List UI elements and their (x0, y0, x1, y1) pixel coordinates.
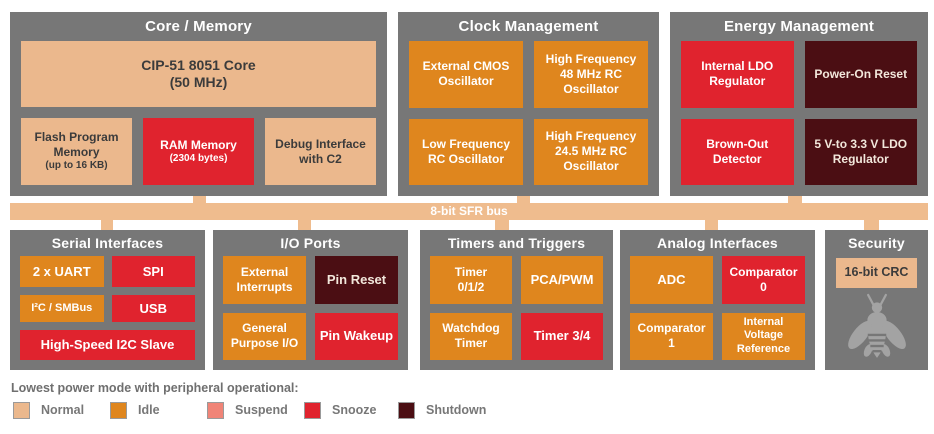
bus-stub-timers (495, 220, 509, 230)
panel-title-core-memory: Core / Memory (145, 18, 252, 35)
legend-label-shutdown: Shutdown (426, 403, 487, 417)
block-hf-48mhz-oscillator: High Frequency 48 MHz RC Oscillator (534, 41, 648, 108)
panel-title-analog-interfaces: Analog Interfaces (657, 235, 778, 251)
block-brown-out-detector: Brown-Out Detector (681, 118, 794, 185)
block-debug-interface: Debug Interface with C2 (265, 118, 376, 185)
block-power-on-reset: Power-On Reset (804, 41, 917, 108)
panel-energy-management: Energy Management Internal LDO Regulator… (670, 12, 928, 196)
block-timer-012: Timer 0/1/2 (430, 256, 512, 304)
block-usb: USB (111, 295, 195, 323)
block-5v-ldo-regulator: 5 V-to 3.3 V LDO Regulator (804, 118, 917, 185)
panel-title-serial-interfaces: Serial Interfaces (51, 235, 164, 251)
bus-stub-analog (705, 220, 718, 230)
legend-swatch-suspend (207, 401, 224, 419)
legend-label-snooze: Snooze (332, 403, 377, 417)
block-timer-34: Timer 3/4 (521, 312, 603, 360)
core-body: CIP-51 8051 Core (50 MHz) Flash Program … (10, 41, 387, 196)
panel-analog-interfaces: Analog Interfaces ADC Comparator 0 Compa… (620, 230, 815, 370)
block-lf-rc-oscillator: Low Frequency RC Oscillator (409, 118, 523, 185)
bus-stub-io (298, 220, 311, 230)
block-pca-pwm: PCA/PWM (521, 256, 603, 304)
panel-title-security: Security (848, 235, 905, 251)
core-memory-row: Flash Program Memory (up to 16 KB) RAM M… (21, 118, 376, 185)
block-high-speed-i2c-slave: High-Speed I2C Slave (20, 330, 195, 360)
legend-swatch-idle (110, 401, 127, 419)
security-body: 16-bit CRC (825, 256, 928, 370)
busy-bee-icon (839, 292, 915, 366)
ram-size: (2304 bytes) (169, 152, 228, 164)
flash-label: Flash Program Memory (34, 130, 119, 160)
panel-serial-interfaces: Serial Interfaces 2 x UART SPI I²C / SMB… (10, 230, 205, 370)
block-pin-reset: Pin Reset (315, 256, 398, 304)
block-spi: SPI (111, 256, 195, 288)
block-pin-wakeup: Pin Wakeup (315, 312, 398, 360)
block-16bit-crc: 16-bit CRC (836, 258, 917, 288)
bus-stub-serial (101, 220, 113, 230)
legend-label-idle: Idle (138, 403, 160, 417)
block-hf-24mhz-oscillator: High Frequency 24.5 MHz RC Oscillator (534, 118, 648, 185)
analog-grid: ADC Comparator 0 Comparator 1 Internal V… (620, 256, 815, 370)
block-i2c-smbus: I²C / SMBus (20, 295, 104, 323)
legend-label-suspend: Suspend (235, 403, 288, 417)
block-adc: ADC (630, 256, 713, 304)
block-comparator-1: Comparator 1 (630, 312, 713, 360)
panel-core-memory: Core / Memory CIP-51 8051 Core (50 MHz) … (10, 12, 387, 196)
clock-grid: External CMOS Oscillator High Frequency … (398, 41, 659, 196)
energy-grid: Internal LDO Regulator Power-On Reset Br… (670, 41, 928, 196)
bus-stub-security (864, 220, 879, 230)
legend-item-shutdown: Shutdown (398, 401, 486, 419)
panel-title-io-ports: I/O Ports (280, 235, 341, 251)
flash-size: (up to 16 KB) (45, 160, 108, 172)
sfr-bus: 8-bit SFR bus (10, 203, 928, 220)
legend-item-normal: Normal (13, 401, 84, 419)
block-flash-memory: Flash Program Memory (up to 16 KB) (21, 118, 132, 185)
panel-io-ports: I/O Ports External Interrupts Pin Reset … (213, 230, 408, 370)
panel-timers-triggers: Timers and Triggers Timer 0/1/2 PCA/PWM … (420, 230, 613, 370)
legend-item-snooze: Snooze (304, 401, 376, 419)
io-grid: External Interrupts Pin Reset General Pu… (213, 256, 408, 370)
block-watchdog-timer: Watchdog Timer (430, 312, 512, 360)
timers-grid: Timer 0/1/2 PCA/PWM Watchdog Timer Timer… (420, 256, 613, 370)
block-ram-memory: RAM Memory (2304 bytes) (143, 118, 254, 185)
cpu-name: CIP-51 8051 Core (141, 56, 256, 73)
legend-item-idle: Idle (110, 401, 160, 419)
bus-stub-core (193, 196, 206, 203)
panel-title-timers-triggers: Timers and Triggers (447, 235, 586, 251)
block-general-purpose-io: General Purpose I/O (223, 312, 306, 360)
debug-label: Debug Interface with C2 (275, 136, 366, 166)
block-internal-voltage-reference: Internal Voltage Reference (722, 312, 805, 360)
cpu-speed: (50 MHz) (169, 74, 228, 90)
block-cip51-core: CIP-51 8051 Core (50 MHz) (21, 41, 376, 107)
legend-item-suspend: Suspend (207, 401, 288, 419)
bus-stub-clock (517, 196, 530, 203)
block-external-interrupts: External Interrupts (223, 256, 306, 304)
block-internal-ldo: Internal LDO Regulator (681, 41, 794, 108)
panel-security: Security 16-bit CRC (825, 230, 928, 370)
legend-title: Lowest power mode with peripheral operat… (11, 381, 299, 395)
legend-swatch-shutdown (398, 401, 415, 419)
block-external-cmos-oscillator: External CMOS Oscillator (409, 41, 523, 108)
panel-clock-management: Clock Management External CMOS Oscillato… (398, 12, 659, 196)
bus-stub-energy (788, 196, 802, 203)
block-uart: 2 x UART (20, 256, 104, 288)
panel-title-energy-management: Energy Management (723, 18, 875, 35)
legend-swatch-snooze (304, 401, 321, 419)
legend-swatch-normal (13, 401, 30, 419)
panel-title-clock-management: Clock Management (458, 18, 599, 35)
legend-label-normal: Normal (41, 403, 85, 417)
block-comparator-0: Comparator 0 (722, 256, 805, 304)
serial-grid: 2 x UART SPI I²C / SMBus USB High-Speed … (10, 256, 205, 370)
ram-label: RAM Memory (160, 137, 237, 152)
